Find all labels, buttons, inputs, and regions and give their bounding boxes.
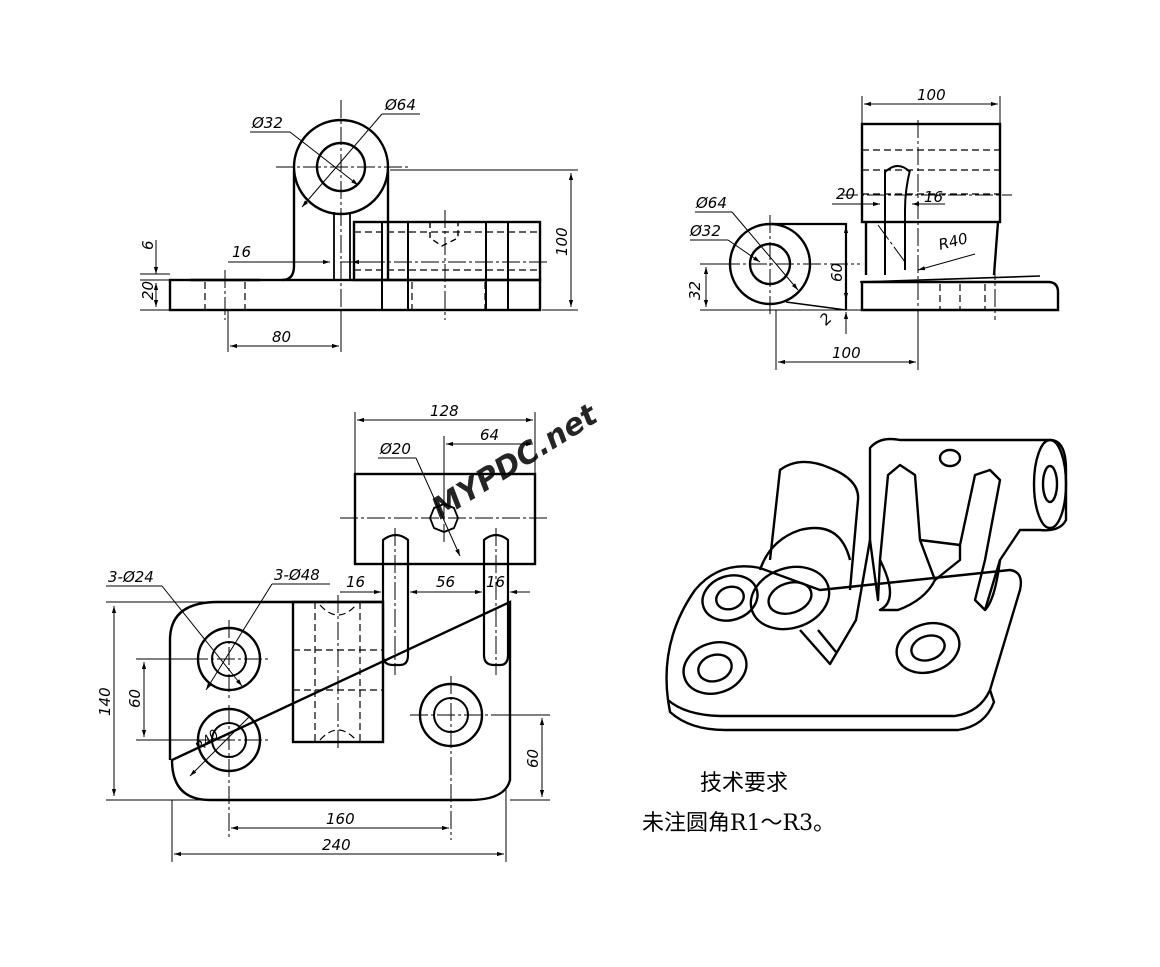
front-dim-phi32: Ø32	[251, 114, 283, 132]
top-dim-left-16: 16	[346, 573, 365, 591]
top-dim-160: 160	[326, 810, 355, 828]
side-dim-20: 20	[836, 185, 855, 203]
notes-title: 技术要求	[700, 771, 788, 796]
side-dim-bottom-100: 100	[832, 344, 861, 362]
front-dim-20: 20	[139, 281, 157, 300]
side-dim-2: 2	[816, 309, 835, 328]
front-dim-100: 100	[553, 227, 571, 256]
technical-notes: 技术要求 未注圆角R1～R3。	[642, 771, 835, 836]
side-dim-60: 60	[828, 263, 846, 282]
top-dim-56: 56	[436, 573, 455, 591]
isometric-view	[665, 437, 1068, 732]
side-view	[690, 96, 1060, 370]
side-dim-r40: R40	[937, 229, 970, 254]
top-dim-r40: R40	[193, 727, 222, 755]
side-dim-top-100: 100	[917, 86, 946, 104]
iso-base-top	[665, 565, 1023, 718]
notes-line-1: 未注圆角R1～R3。	[642, 811, 835, 836]
side-dim-32: 32	[686, 281, 704, 300]
iso-base-side	[666, 689, 996, 732]
top-dim-3-phi48: 3-Ø48	[274, 566, 320, 584]
front-dim-16: 16	[232, 243, 251, 261]
top-dim-60-right: 60	[524, 749, 542, 768]
top-dim-phi20: Ø20	[379, 440, 411, 458]
top-view	[106, 412, 550, 862]
top-dim-64: 64	[480, 426, 499, 444]
top-dim-right-16: 16	[486, 573, 505, 591]
front-dim-6: 6	[139, 240, 157, 250]
top-dim-240: 240	[322, 836, 351, 854]
top-dim-140: 140	[96, 687, 114, 716]
side-dim-16: 16	[924, 188, 943, 206]
side-dim-phi64: Ø64	[695, 194, 727, 212]
top-dim-3-phi24: 3-Ø24	[108, 568, 154, 586]
top-dim-60-left: 60	[126, 689, 144, 708]
side-dim-phi32: Ø32	[689, 222, 721, 240]
top-dim-128: 128	[430, 402, 459, 420]
front-view	[140, 100, 578, 352]
front-dim-80: 80	[272, 328, 291, 346]
front-dim-phi64: Ø64	[384, 96, 416, 114]
